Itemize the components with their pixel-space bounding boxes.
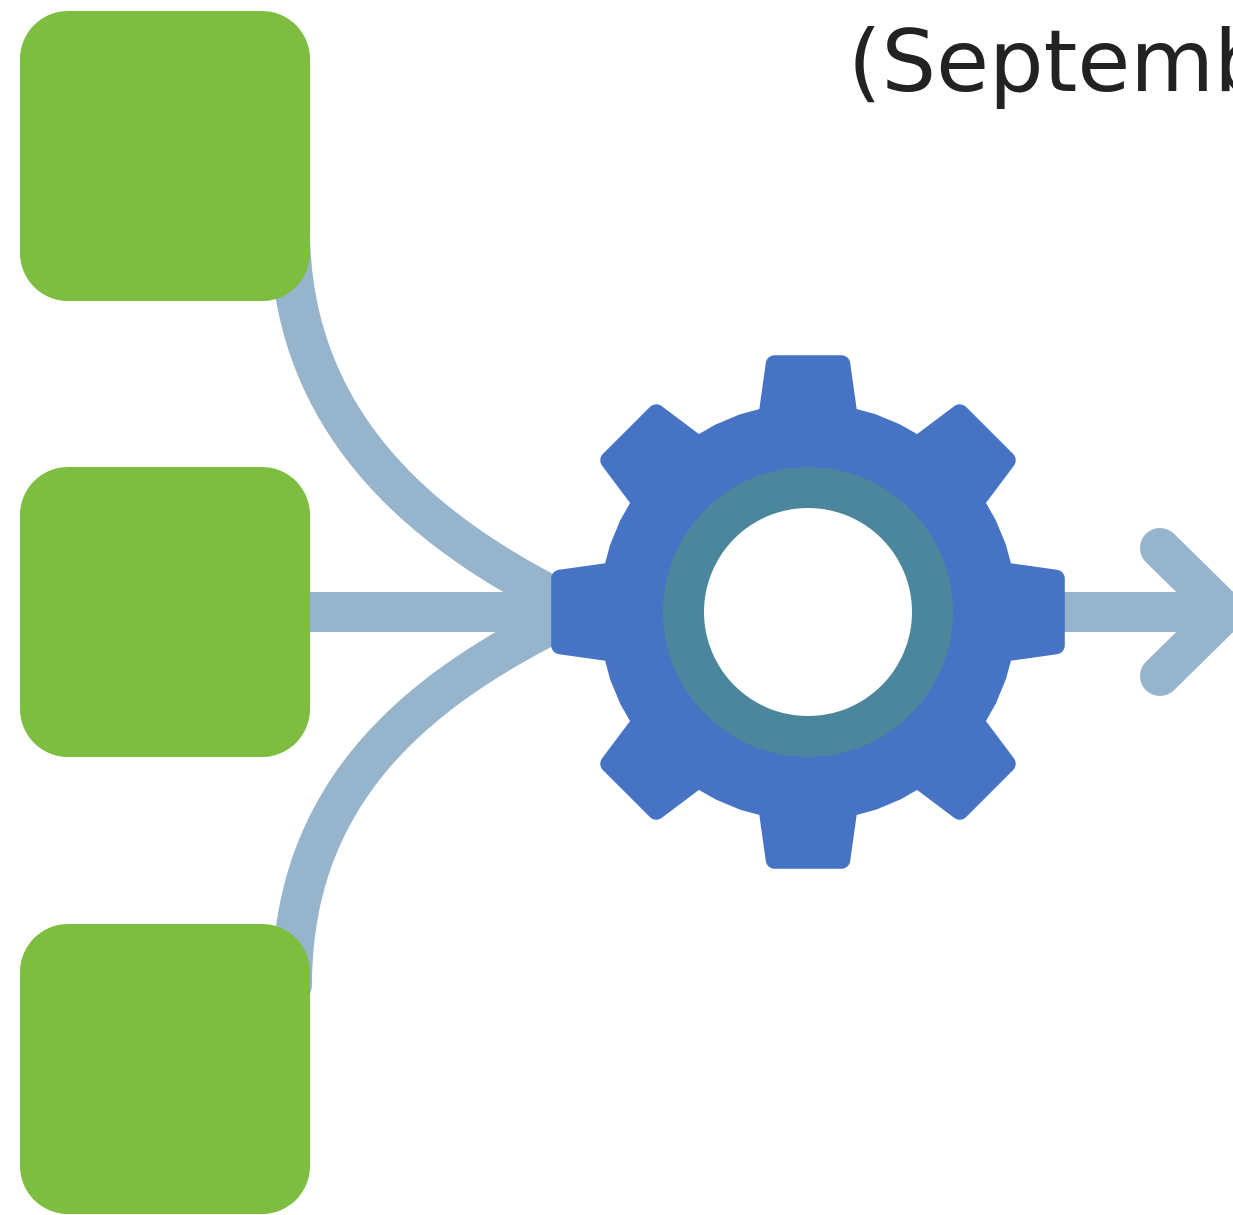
caption-text: (Septemb [848, 12, 1233, 112]
gear-hole [704, 508, 912, 716]
arrow-right-icon [1030, 528, 1233, 696]
connector-top [270, 210, 580, 620]
output-arrow-head [1140, 528, 1233, 696]
input-node-3 [20, 924, 310, 1214]
input-node-2 [20, 467, 310, 757]
input-node-1 [20, 11, 310, 301]
connector-bottom [272, 600, 580, 1005]
gear-icon [551, 355, 1065, 869]
input-nodes [20, 11, 310, 1214]
connectors [270, 210, 580, 1005]
